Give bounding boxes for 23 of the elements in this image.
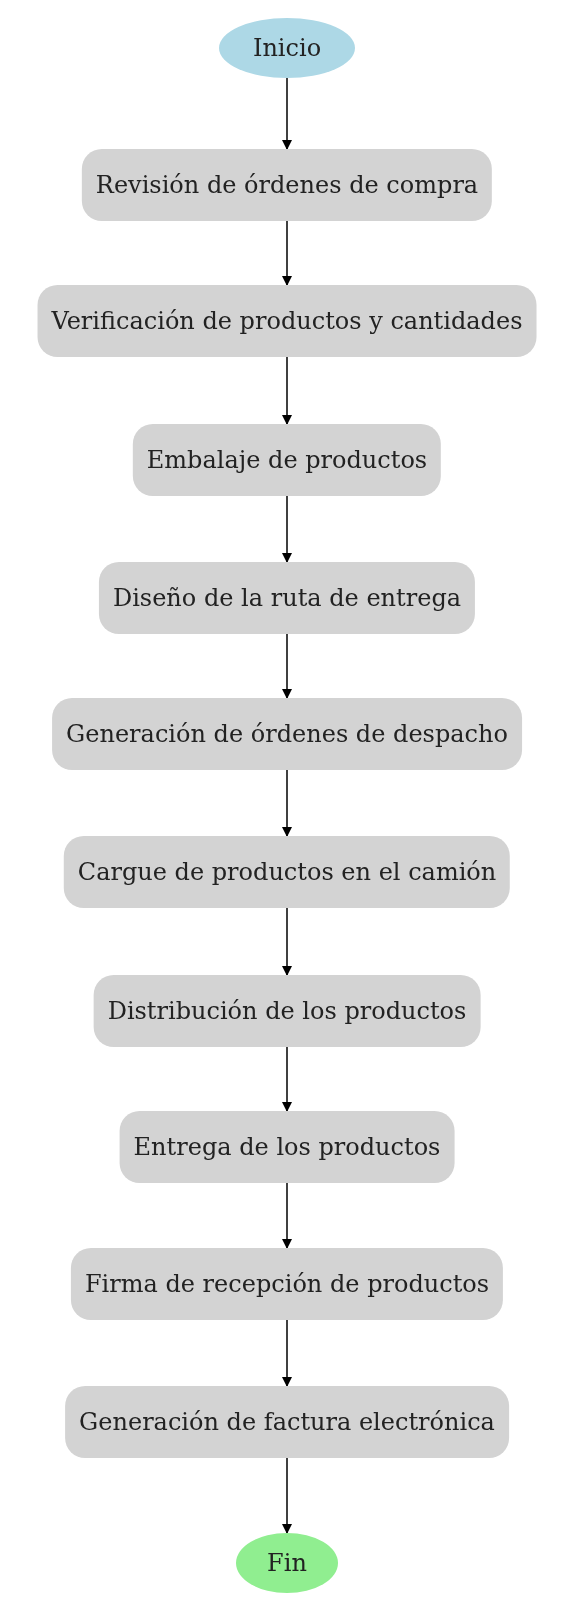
process-box: Firma de recepción de productos [70,1248,504,1320]
process-box: Cargue de productos en el camión [63,836,511,908]
process-box: Revisión de órdenes de compra [81,149,493,221]
arrow [282,77,292,150]
end-ellipse: Fin [236,1533,338,1593]
process-box: Verificación de productos y cantidades [37,285,537,357]
arrow [282,1319,292,1387]
process-box: Generación de órdenes de despacho [52,698,522,770]
process-box: Distribución de los productos [93,975,481,1047]
arrow [282,1457,292,1534]
process-box: Diseño de la ruta de entrega [98,562,476,634]
arrow [282,1182,292,1249]
start-ellipse: Inicio [219,18,355,78]
process-box: Embalaje de productos [132,424,442,496]
arrow [282,769,292,837]
arrow [282,495,292,563]
arrow [282,633,292,699]
arrow [282,356,292,425]
arrow [282,907,292,976]
process-box: Generación de factura electrónica [65,1386,509,1458]
process-box: Entrega de los productos [119,1111,455,1183]
arrow [282,1046,292,1112]
arrow [282,220,292,286]
